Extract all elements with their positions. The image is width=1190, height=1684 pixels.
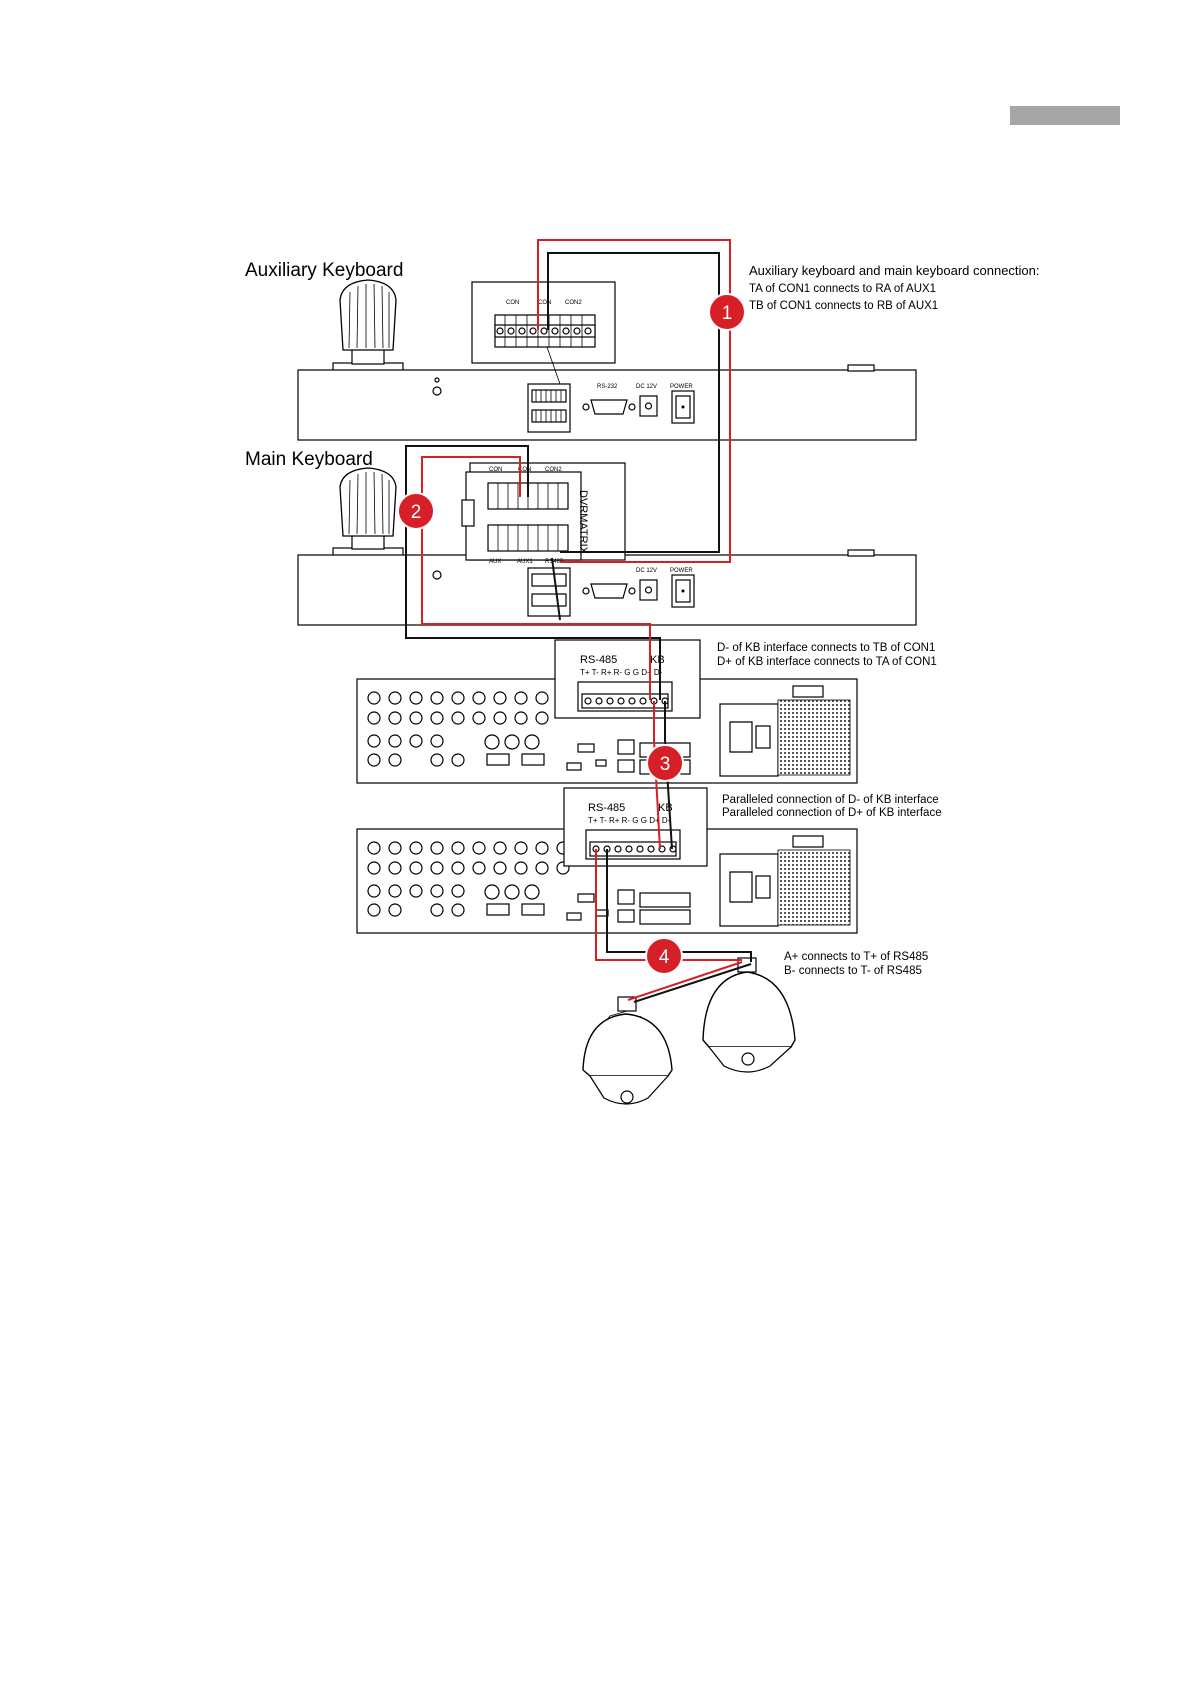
wire-3-red: [653, 701, 661, 850]
svg-text:CON2: CON2: [565, 300, 582, 306]
svg-text:RS-232: RS-232: [597, 384, 618, 390]
svg-text:D- of KB interface connects to: D- of KB interface connects to TB of CON…: [717, 642, 935, 654]
svg-text:2: 2: [411, 502, 422, 523]
svg-text:CON: CON: [506, 300, 519, 306]
badge-4: 4: [645, 937, 683, 975]
badge-3: 3: [646, 744, 684, 782]
svg-text:T+ T- R+ R- G G D+ D-: T+ T- R+ R- G G D+ D-: [588, 816, 671, 825]
wire-2-black: [405, 445, 661, 700]
wires: [405, 239, 752, 1003]
svg-text:CON: CON: [489, 467, 502, 473]
aux-dc12v-port: DC 12V: [636, 384, 658, 417]
svg-text:DC 12V: DC 12V: [636, 568, 657, 574]
main-keyboard-title: Main Keyboard: [245, 449, 373, 470]
dvr2-power-inlet: [719, 853, 779, 927]
wire-1-black: [547, 252, 720, 553]
svg-text:3: 3: [660, 754, 671, 775]
aux-rs232-port: RS-232: [582, 384, 636, 415]
svg-text:AUX: AUX: [489, 559, 501, 565]
wire-2-red: [421, 456, 651, 700]
aux-zoom-connector: CON CON CON2: [471, 281, 616, 385]
aux-terminal-block: [527, 383, 571, 433]
svg-text:AUX1: AUX1: [517, 559, 533, 565]
svg-text:DC 12V: DC 12V: [636, 384, 657, 390]
dvr1-bnc-ports: [367, 691, 549, 767]
svg-text:CON: CON: [538, 300, 551, 306]
note-2: D- of KB interface connects to TB of CON…: [717, 642, 937, 668]
svg-text:TA of CON1 connects to RA of A: TA of CON1 connects to RA of AUX1: [749, 283, 936, 295]
main-rs232-port: [582, 583, 636, 599]
svg-text:RS485: RS485: [545, 559, 564, 565]
svg-text:RS-485: RS-485: [588, 802, 625, 814]
svg-text:KB: KB: [650, 654, 665, 666]
svg-text:B- connects to T- of RS485: B- connects to T- of RS485: [784, 965, 922, 977]
wire-4-black-cam: [633, 963, 752, 1003]
svg-text:D+ of KB interface connects to: D+ of KB interface connects to TA of CON…: [717, 656, 937, 668]
wire-2-black-down: [551, 557, 561, 621]
header-tab: [1010, 106, 1120, 125]
svg-text:A+ connects to T+ of RS485: A+ connects to T+ of RS485: [784, 951, 928, 963]
dvr2-bnc-ports: [367, 841, 570, 917]
main-terminal-block: [527, 567, 571, 617]
note-1: Auxiliary keyboard and main keyboard con…: [749, 263, 1040, 312]
svg-text:CON: CON: [518, 467, 531, 473]
aux-joystick-icon: [332, 279, 404, 372]
svg-text:Paralleled connection of D- of: Paralleled connection of D- of KB interf…: [722, 794, 939, 806]
dvr2-vent-grille: [777, 849, 851, 926]
wire-4-red-cam: [627, 961, 743, 1001]
dvr1-vent-grille: [777, 699, 851, 776]
svg-text:POWER: POWER: [670, 568, 693, 574]
svg-text:Auxiliary keyboard and main ke: Auxiliary keyboard and main keyboard con…: [749, 263, 1040, 278]
note-3: Paralleled connection of D- of KB interf…: [722, 794, 942, 819]
svg-text:RS-485: RS-485: [580, 654, 617, 666]
main-zoom-connector: CON CON CON2 AUX AUX1 RS485 DVRMATRIX: [461, 462, 626, 565]
dvrmatrix-label: DVRMATRIX: [577, 490, 589, 555]
wire-4-red: [595, 849, 742, 961]
wire-1-red: [537, 239, 731, 563]
aux-keyboard: RS-232 DC 12V POWER: [297, 279, 917, 441]
dvr2-rs485-zoom: RS-485 KB T+ T- R+ R- G G D+ D-: [563, 787, 708, 867]
svg-text:TB of CON1 connects to RB of A: TB of CON1 connects to RB of AUX1: [749, 300, 938, 312]
note-4: A+ connects to T+ of RS485 B- connects t…: [784, 951, 928, 977]
wire-3-black: [664, 701, 673, 850]
dvr2-alarm-terminals: [639, 892, 691, 925]
main-joystick-icon: [332, 467, 404, 557]
svg-text:Paralleled connection of D+ of: Paralleled connection of D+ of KB interf…: [722, 807, 942, 819]
dome-camera-1: [582, 996, 673, 1105]
svg-text:1: 1: [722, 303, 733, 324]
aux-power-switch: POWER: [670, 384, 695, 424]
svg-text:CON2: CON2: [545, 467, 562, 473]
dvr1-power-inlet: [719, 703, 779, 777]
badge-2: 2: [397, 492, 435, 530]
badge-1: 1: [708, 293, 746, 331]
dome-camera-2: [702, 957, 796, 1073]
main-keyboard: DC 12V POWER: [297, 467, 917, 626]
main-dc12v-port: DC 12V: [636, 568, 658, 601]
svg-text:T+ T- R+ R- G G D+ D-: T+ T- R+ R- G G D+ D-: [580, 668, 663, 677]
main-power-switch: POWER: [670, 568, 695, 608]
dvr1-rs485-zoom: RS-485 KB T+ T- R+ R- G G D+ D-: [554, 639, 701, 719]
aux-keyboard-title: Auxiliary Keyboard: [245, 260, 403, 281]
svg-text:POWER: POWER: [670, 384, 693, 390]
svg-text:4: 4: [659, 947, 670, 968]
